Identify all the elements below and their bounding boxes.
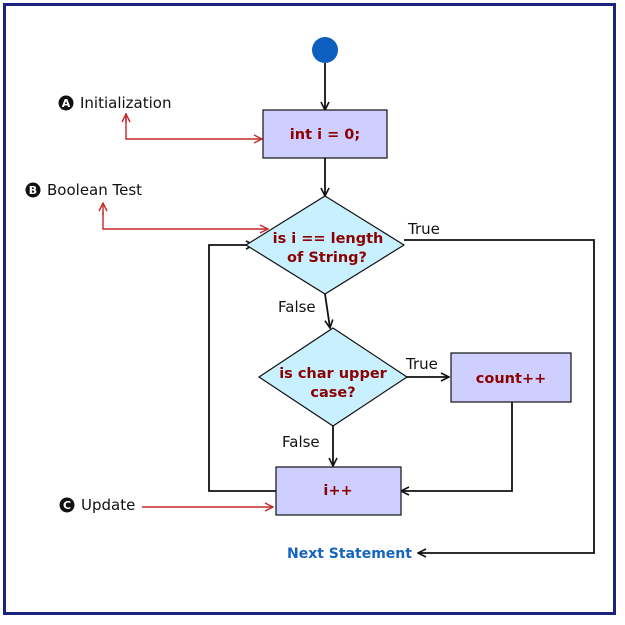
count-box: [450, 352, 572, 403]
upper-diamond-label-2: case?: [310, 385, 355, 401]
test-diamond-label-1: is i == length: [273, 231, 384, 247]
test-diamond: [244, 195, 406, 295]
update-box-label: i++: [323, 483, 352, 499]
badge-c-text: C: [63, 499, 71, 512]
badge-a-icon: [58, 95, 74, 111]
badge-a-text: A: [62, 97, 71, 110]
next-statement-label: Next Statement: [287, 546, 412, 562]
arrow-test-false: [324, 293, 330, 328]
arrow-count-to-update: [401, 402, 513, 491]
badge-b-text: B: [29, 184, 37, 197]
annotation-arrow-boolean-test: [102, 212, 268, 229]
init-box: [262, 109, 388, 159]
test-diamond-label-2: of String?: [287, 250, 367, 266]
annotation-arrow-initialization: [125, 113, 262, 139]
annotation-initialization: Initialization: [80, 94, 171, 112]
upper-true-label: True: [405, 355, 438, 373]
upper-diamond: [257, 327, 409, 427]
upper-diamond-label-1: is char upper: [279, 366, 387, 382]
badge-c-icon: [59, 497, 75, 513]
test-false-label: False: [278, 298, 316, 316]
count-box-label: count++: [476, 371, 546, 387]
arrow-test-true: [404, 239, 595, 553]
init-box-label: int i = 0;: [290, 127, 360, 143]
badge-b-icon: [25, 182, 41, 198]
test-true-label: True: [407, 220, 440, 238]
update-box: [275, 466, 402, 516]
annotation-boolean-test: Boolean Test: [47, 181, 142, 199]
start-node: [312, 37, 338, 63]
arrow-loop-back: [208, 245, 276, 492]
upper-false-label: False: [282, 433, 320, 451]
annotation-update: Update: [81, 496, 135, 514]
